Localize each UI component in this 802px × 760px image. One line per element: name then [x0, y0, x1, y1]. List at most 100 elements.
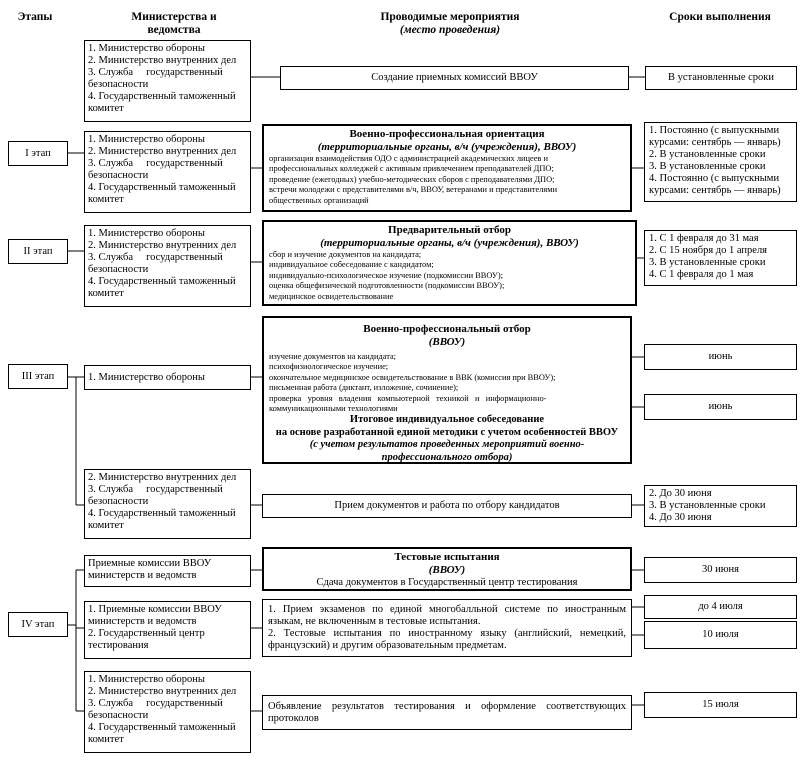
deadline-10-label: 15 июля — [702, 699, 739, 710]
activity-item: коммуникационными технологиями — [269, 404, 398, 414]
activity-item: профессиональных колледжей с активным пр… — [269, 164, 554, 174]
activity-item: оценка общефизической подготовленности (… — [269, 281, 505, 291]
stage-1-label: I этап — [25, 147, 51, 159]
ministries-box-6: Приемные комиссии ВВОУ министерств и вед… — [84, 555, 251, 587]
ministry-line: 1. Министерство обороны — [88, 371, 205, 383]
deadline-line: 4. До 30 июня — [649, 512, 712, 523]
header-stages: Этапы — [17, 11, 53, 23]
deadline-7-label: 30 июня — [701, 564, 740, 575]
deadline-1: В установленные сроки — [645, 66, 797, 90]
ministry-line: 2. Министерство внутренних дел — [88, 146, 237, 157]
ministries-box-2: 1. Министерство обороны 2. Министерство … — [84, 131, 251, 213]
deadline-9-label: 10 июля — [702, 629, 739, 640]
deadline-line: 4. С 1 февраля до 1 мая — [649, 269, 754, 280]
ministries-box-8: 1. Министерство обороны 2. Министерство … — [84, 671, 251, 753]
deadline-9: 10 июля — [644, 621, 797, 649]
activity-preselection-title: Предварительный отбор — [388, 224, 511, 236]
ministry-line: 1. Министерство обороны — [88, 134, 205, 145]
deadline-6: 2. До 30 июня 3. В установленные сроки 4… — [644, 485, 797, 527]
activity-results: Объявление результатов тестирования и оф… — [262, 695, 632, 730]
deadline-line: 3. В установленные сроки — [649, 257, 766, 268]
deadline-line: 3. В установленные сроки — [649, 500, 766, 511]
activity-commissions-label: Создание приемных комиссий ВВОУ — [371, 72, 538, 83]
ministry-line: 2. Министерство внутренних дел — [88, 55, 237, 66]
activity-item: психофизиологическое изучение; — [269, 362, 389, 372]
ministry-line: безопасности — [88, 170, 149, 181]
ministry-line: комитет — [88, 734, 124, 745]
activity-item: окончательное медицинское освидетельство… — [269, 372, 556, 382]
ministry-line: 4. Государственный таможенный — [88, 182, 236, 193]
ministry-line: 4. Государственный таможенный — [88, 722, 236, 733]
ministry-line: безопасности — [88, 496, 149, 507]
activity-item: письменная работа (диктант, изложение, с… — [269, 383, 459, 393]
header-activities: Проводимые мероприятия (место проведения… — [360, 11, 540, 37]
ministry-line: 3. Служба государственный — [88, 698, 223, 709]
ministry-line: комитет — [88, 520, 124, 531]
activity-exams-p2: 2. Тестовые испытания по иностранному яз… — [268, 628, 626, 651]
activity-selection-place: (ВВОУ) — [428, 336, 466, 348]
ministries-box-1: 1. Министерство обороны 2. Министерство … — [84, 40, 251, 122]
activity-testing: Тестовые испытания (ВВОУ) Сдача документ… — [262, 547, 632, 591]
ministry-line: тестирования — [88, 640, 149, 651]
deadline-4-label: июнь — [708, 351, 733, 362]
ministry-line: 1. Министерство обороны — [88, 228, 205, 239]
activity-exams-p1: 1. Прием экзаменов по единой многобалльн… — [268, 604, 626, 627]
final-interview-note: профессионального отбора) — [381, 451, 513, 463]
activity-item: изучение документов на кандидата; — [269, 352, 397, 361]
stage-3-box: III этап — [8, 364, 68, 389]
activity-item: организация взаимодействия ОДО с админис… — [269, 154, 548, 163]
deadline-line: 4. Постоянно (с выпускными — [649, 173, 780, 184]
deadline-8-label: до 4 июля — [698, 601, 743, 612]
header-activities-title: Проводимые мероприятия — [380, 11, 520, 23]
activity-documents-label: Прием документов и работа по отбору канд… — [334, 500, 560, 511]
ministries-box-4: 1. Министерство обороны — [84, 365, 251, 390]
activity-preselection: Предварительный отбор (территориальные о… — [262, 220, 637, 306]
ministry-line: 2. Государственный центр — [88, 628, 205, 639]
ministry-line: министерств и ведомств — [88, 616, 197, 627]
deadline-line: 3. В установленные сроки — [649, 161, 766, 172]
activity-results-label: Объявление результатов тестирования и оф… — [268, 701, 626, 724]
ministry-line: Приемные комиссии ВВОУ — [88, 558, 212, 569]
deadline-5: июнь — [644, 394, 797, 420]
deadline-line: 2. В установленные сроки — [649, 149, 766, 160]
activity-testing-title: Тестовые испытания — [394, 551, 500, 563]
header-ministries: Министерства и ведомства — [131, 11, 217, 36]
activity-professional-selection: Военно-профессиональный отбор (ВВОУ) изу… — [262, 316, 632, 464]
activity-preselection-place: (территориальные органы, в/ч (учреждения… — [320, 237, 579, 249]
final-interview-note: (с учетом результатов проведенных меропр… — [309, 439, 585, 451]
deadline-line: курсами: сентябрь — январь) — [649, 185, 781, 196]
activity-selection-title: Военно-профессиональный отбор — [363, 323, 531, 335]
ministry-line: комитет — [88, 288, 124, 299]
header-deadlines: Сроки выполнения — [669, 11, 771, 23]
stage-1-box: I этап — [8, 141, 68, 166]
ministries-box-7: 1. Приемные комиссии ВВОУ министерств и … — [84, 601, 251, 659]
activity-item: индивидуально-психологическое изучение (… — [269, 270, 503, 280]
activity-orientation-title: Военно-профессиональная ориентация — [349, 128, 545, 140]
deadline-line: 1. С 1 февраля до 31 мая — [649, 233, 759, 244]
deadline-line: 2. С 15 ноября до 1 апреля — [649, 245, 768, 256]
activity-item: проверка уровня владения компьютерной те… — [269, 393, 547, 403]
activity-item: общественных организаций — [269, 195, 369, 205]
activity-documents: Прием документов и работа по отбору канд… — [262, 494, 632, 518]
ministry-line: 1. Приемные комиссии ВВОУ — [88, 604, 222, 615]
ministry-line: 1. Министерство обороны — [88, 674, 205, 685]
ministry-line: министерств и ведомств — [88, 570, 197, 581]
activity-exams: 1. Прием экзаменов по единой многобалльн… — [262, 599, 632, 657]
ministry-line: безопасности — [88, 264, 149, 275]
deadline-7: 30 июня — [644, 557, 797, 583]
stage-3-label: III этап — [21, 370, 55, 382]
activity-orientation-place: (территориальные органы, в/ч (учреждения… — [317, 141, 577, 153]
activity-commissions: Создание приемных комиссий ВВОУ — [280, 66, 629, 90]
deadline-line: курсами: сентябрь — январь) — [649, 137, 781, 148]
deadline-8: до 4 июля — [644, 595, 797, 619]
ministries-box-3: 1. Министерство обороны 2. Министерство … — [84, 225, 251, 307]
ministry-line: 3. Служба государственный — [88, 67, 223, 78]
header-activities-sub: (место проведения) — [399, 24, 501, 36]
ministry-line: 4. Государственный таможенный — [88, 276, 236, 287]
ministry-line: безопасности — [88, 79, 149, 90]
ministry-line: 4. Государственный таможенный — [88, 91, 236, 102]
ministry-line: 1. Министерство обороны — [88, 43, 205, 54]
deadline-10: 15 июля — [644, 692, 797, 718]
stage-2-label: II этап — [23, 245, 53, 257]
